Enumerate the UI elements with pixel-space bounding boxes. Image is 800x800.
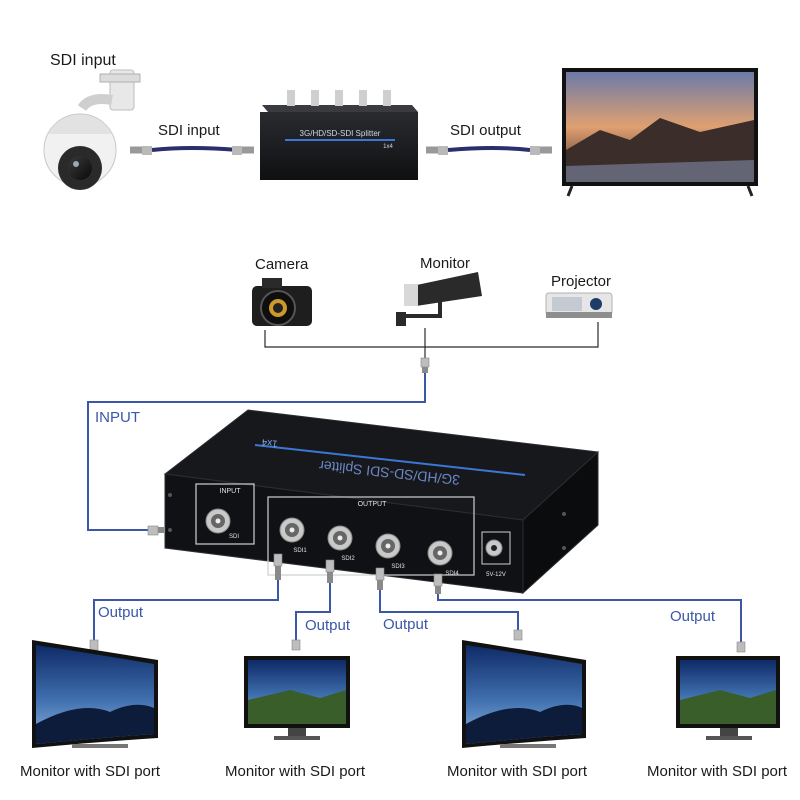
sdi-input-cable bbox=[130, 146, 254, 155]
curved-monitor-3 bbox=[462, 640, 586, 748]
cable-sdi-input-label: SDI input bbox=[158, 122, 220, 139]
device-top-model: 1x4 bbox=[261, 436, 279, 449]
monitor-caption-2: Monitor with SDI port bbox=[225, 763, 366, 780]
sdi-output-cable bbox=[426, 146, 552, 155]
bnc-output-port-2 bbox=[327, 525, 353, 551]
flat-monitor-2 bbox=[244, 656, 350, 740]
monitor-caption-3: Monitor with SDI port bbox=[447, 763, 588, 780]
source-projector-label: Projector bbox=[551, 273, 612, 290]
panel-input-label: INPUT bbox=[220, 488, 242, 495]
port-label-sdi1: SDI1 bbox=[293, 548, 307, 554]
bnc-output-port-1 bbox=[279, 517, 305, 543]
bnc-output-port-4 bbox=[427, 540, 453, 566]
splitter-box-top: 3G/HD/SD-SDI Splitter 1x4 bbox=[260, 90, 418, 180]
security-camera-icon bbox=[396, 272, 482, 326]
output-label-3: Output bbox=[383, 616, 429, 633]
sources-bus-line bbox=[264, 322, 599, 373]
port-label-sdi2: SDI2 bbox=[341, 556, 355, 562]
projector-icon bbox=[545, 292, 613, 318]
source-monitor-label: Monitor bbox=[420, 255, 471, 272]
splitter-device: 3G/HD/SD-SDI Splitter 1x4 INPUT SDI OUTP… bbox=[163, 409, 600, 595]
cable-sdi-output-label: SDI output bbox=[450, 122, 521, 139]
output-lines bbox=[93, 580, 742, 642]
bnc-output-port-3 bbox=[375, 533, 401, 559]
splitter-top-brand: 3G/HD/SD-SDI Splitter bbox=[300, 129, 381, 138]
output-label-4: Output bbox=[670, 608, 716, 625]
camera-sdi-input-label: SDI input bbox=[50, 52, 116, 69]
monitor-caption-1: Monitor with SDI port bbox=[20, 763, 161, 780]
tv-icon bbox=[562, 68, 758, 197]
splitter-top-bnc-ports bbox=[287, 90, 391, 106]
splitter-top-model: 1x4 bbox=[383, 144, 393, 150]
output-panel bbox=[267, 496, 475, 576]
ptz-camera-icon bbox=[43, 69, 141, 190]
power-jack bbox=[481, 531, 511, 565]
source-camera-label: Camera bbox=[255, 256, 309, 273]
power-label: 5V-12V bbox=[486, 572, 506, 578]
port-label-sdi4: SDI4 bbox=[445, 571, 459, 577]
input-line bbox=[87, 373, 426, 536]
dslr-camera-icon bbox=[252, 278, 312, 326]
input-line-label: INPUT bbox=[95, 409, 140, 426]
input-panel bbox=[195, 483, 255, 545]
port-label-sdi3: SDI3 bbox=[391, 564, 405, 570]
curved-monitor-1 bbox=[32, 640, 158, 748]
monitor-caption-4: Monitor with SDI port bbox=[647, 763, 788, 780]
output-label-2: Output bbox=[305, 617, 351, 634]
panel-output-label: OUTPUT bbox=[358, 501, 388, 508]
output-label-1: Output bbox=[98, 604, 144, 621]
output-connectors bbox=[89, 553, 746, 653]
flat-monitor-4 bbox=[676, 656, 780, 740]
bnc-input-port bbox=[205, 508, 231, 534]
port-sdi-label: SDI bbox=[229, 534, 239, 540]
